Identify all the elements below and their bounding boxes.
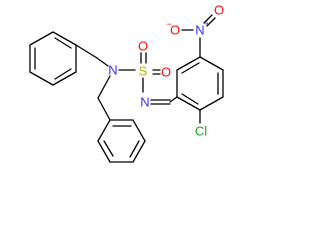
charge-n-nitro: + — [204, 19, 209, 29]
benzene-ring-upper — [29, 31, 77, 86]
atom-oxygen-nitro-left: O — [170, 23, 180, 38]
ch2-bond-lower-a — [97, 75, 111, 99]
molecule-structure: N S O O N Cl N + O − O — [29, 3, 224, 163]
atom-oxygen-lower: O — [161, 65, 171, 80]
atom-n-amine: N — [108, 63, 117, 78]
atom-chlorine: Cl — [195, 124, 207, 139]
ch2-bond-lower-b — [97, 97, 111, 121]
n-o-nitro-right-bond-2 — [206, 17, 216, 27]
atom-oxygen-upper: O — [138, 39, 148, 54]
charge-oxygen-nitro-left: − — [166, 19, 171, 29]
ch2-bond-upper-a — [75, 44, 98, 59]
ch-to-ring-bond — [169, 96, 178, 103]
benzene-ring-lower — [97, 119, 146, 163]
benzene-ring-right — [176, 56, 224, 111]
atom-oxygen-nitro-right: O — [214, 3, 224, 18]
ch2-bond-upper-b — [96, 57, 109, 67]
n-o-nitro-right-bond-1 — [203, 14, 213, 24]
atom-sulfur: S — [139, 64, 148, 79]
atom-n-nitro: N — [195, 23, 204, 38]
structure-canvas: N S O O N Cl N + O − O — [29, 3, 224, 163]
atom-n-imine: N — [140, 95, 149, 110]
